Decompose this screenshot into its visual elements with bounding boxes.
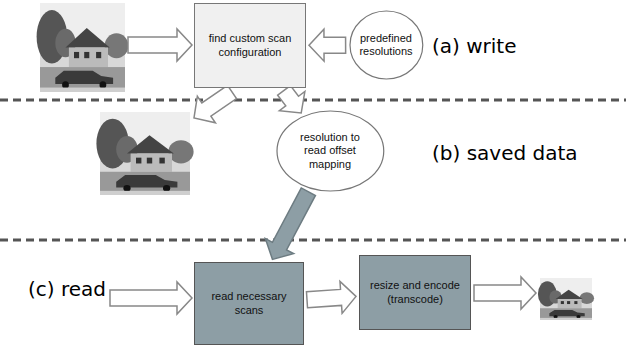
node-text: find custom scan configuration <box>202 32 298 58</box>
data-ellipse: predefined resolutions <box>349 10 424 80</box>
photo <box>96 112 193 195</box>
process-box: resize and encode (transcode) <box>359 255 471 330</box>
flow-arrow <box>474 277 536 309</box>
flow-arrow <box>265 188 315 259</box>
photo <box>37 3 129 92</box>
flow-arrow <box>194 85 237 122</box>
node-text: read necessary scans <box>202 290 296 316</box>
node-text: resolution to read offset mapping <box>289 131 371 171</box>
divider <box>0 239 626 242</box>
process-box: find custom scan configuration <box>194 3 306 88</box>
flow-arrow <box>128 29 192 61</box>
data-ellipse: resolution to read offset mapping <box>276 110 385 192</box>
node-text: predefined resolutions <box>356 32 416 58</box>
divider <box>0 99 626 102</box>
photo <box>538 278 594 320</box>
flow-arrow <box>309 29 346 61</box>
section-label: (a) write <box>432 34 517 58</box>
node-text: resize and encode (transcode) <box>367 279 463 305</box>
section-label: (c) read <box>28 277 106 301</box>
section-label: (b) saved data <box>432 141 578 165</box>
process-box: read necessary scans <box>194 262 304 345</box>
flow-arrow <box>306 281 356 313</box>
flow-arrow <box>278 86 305 113</box>
flow-arrow <box>110 282 192 314</box>
